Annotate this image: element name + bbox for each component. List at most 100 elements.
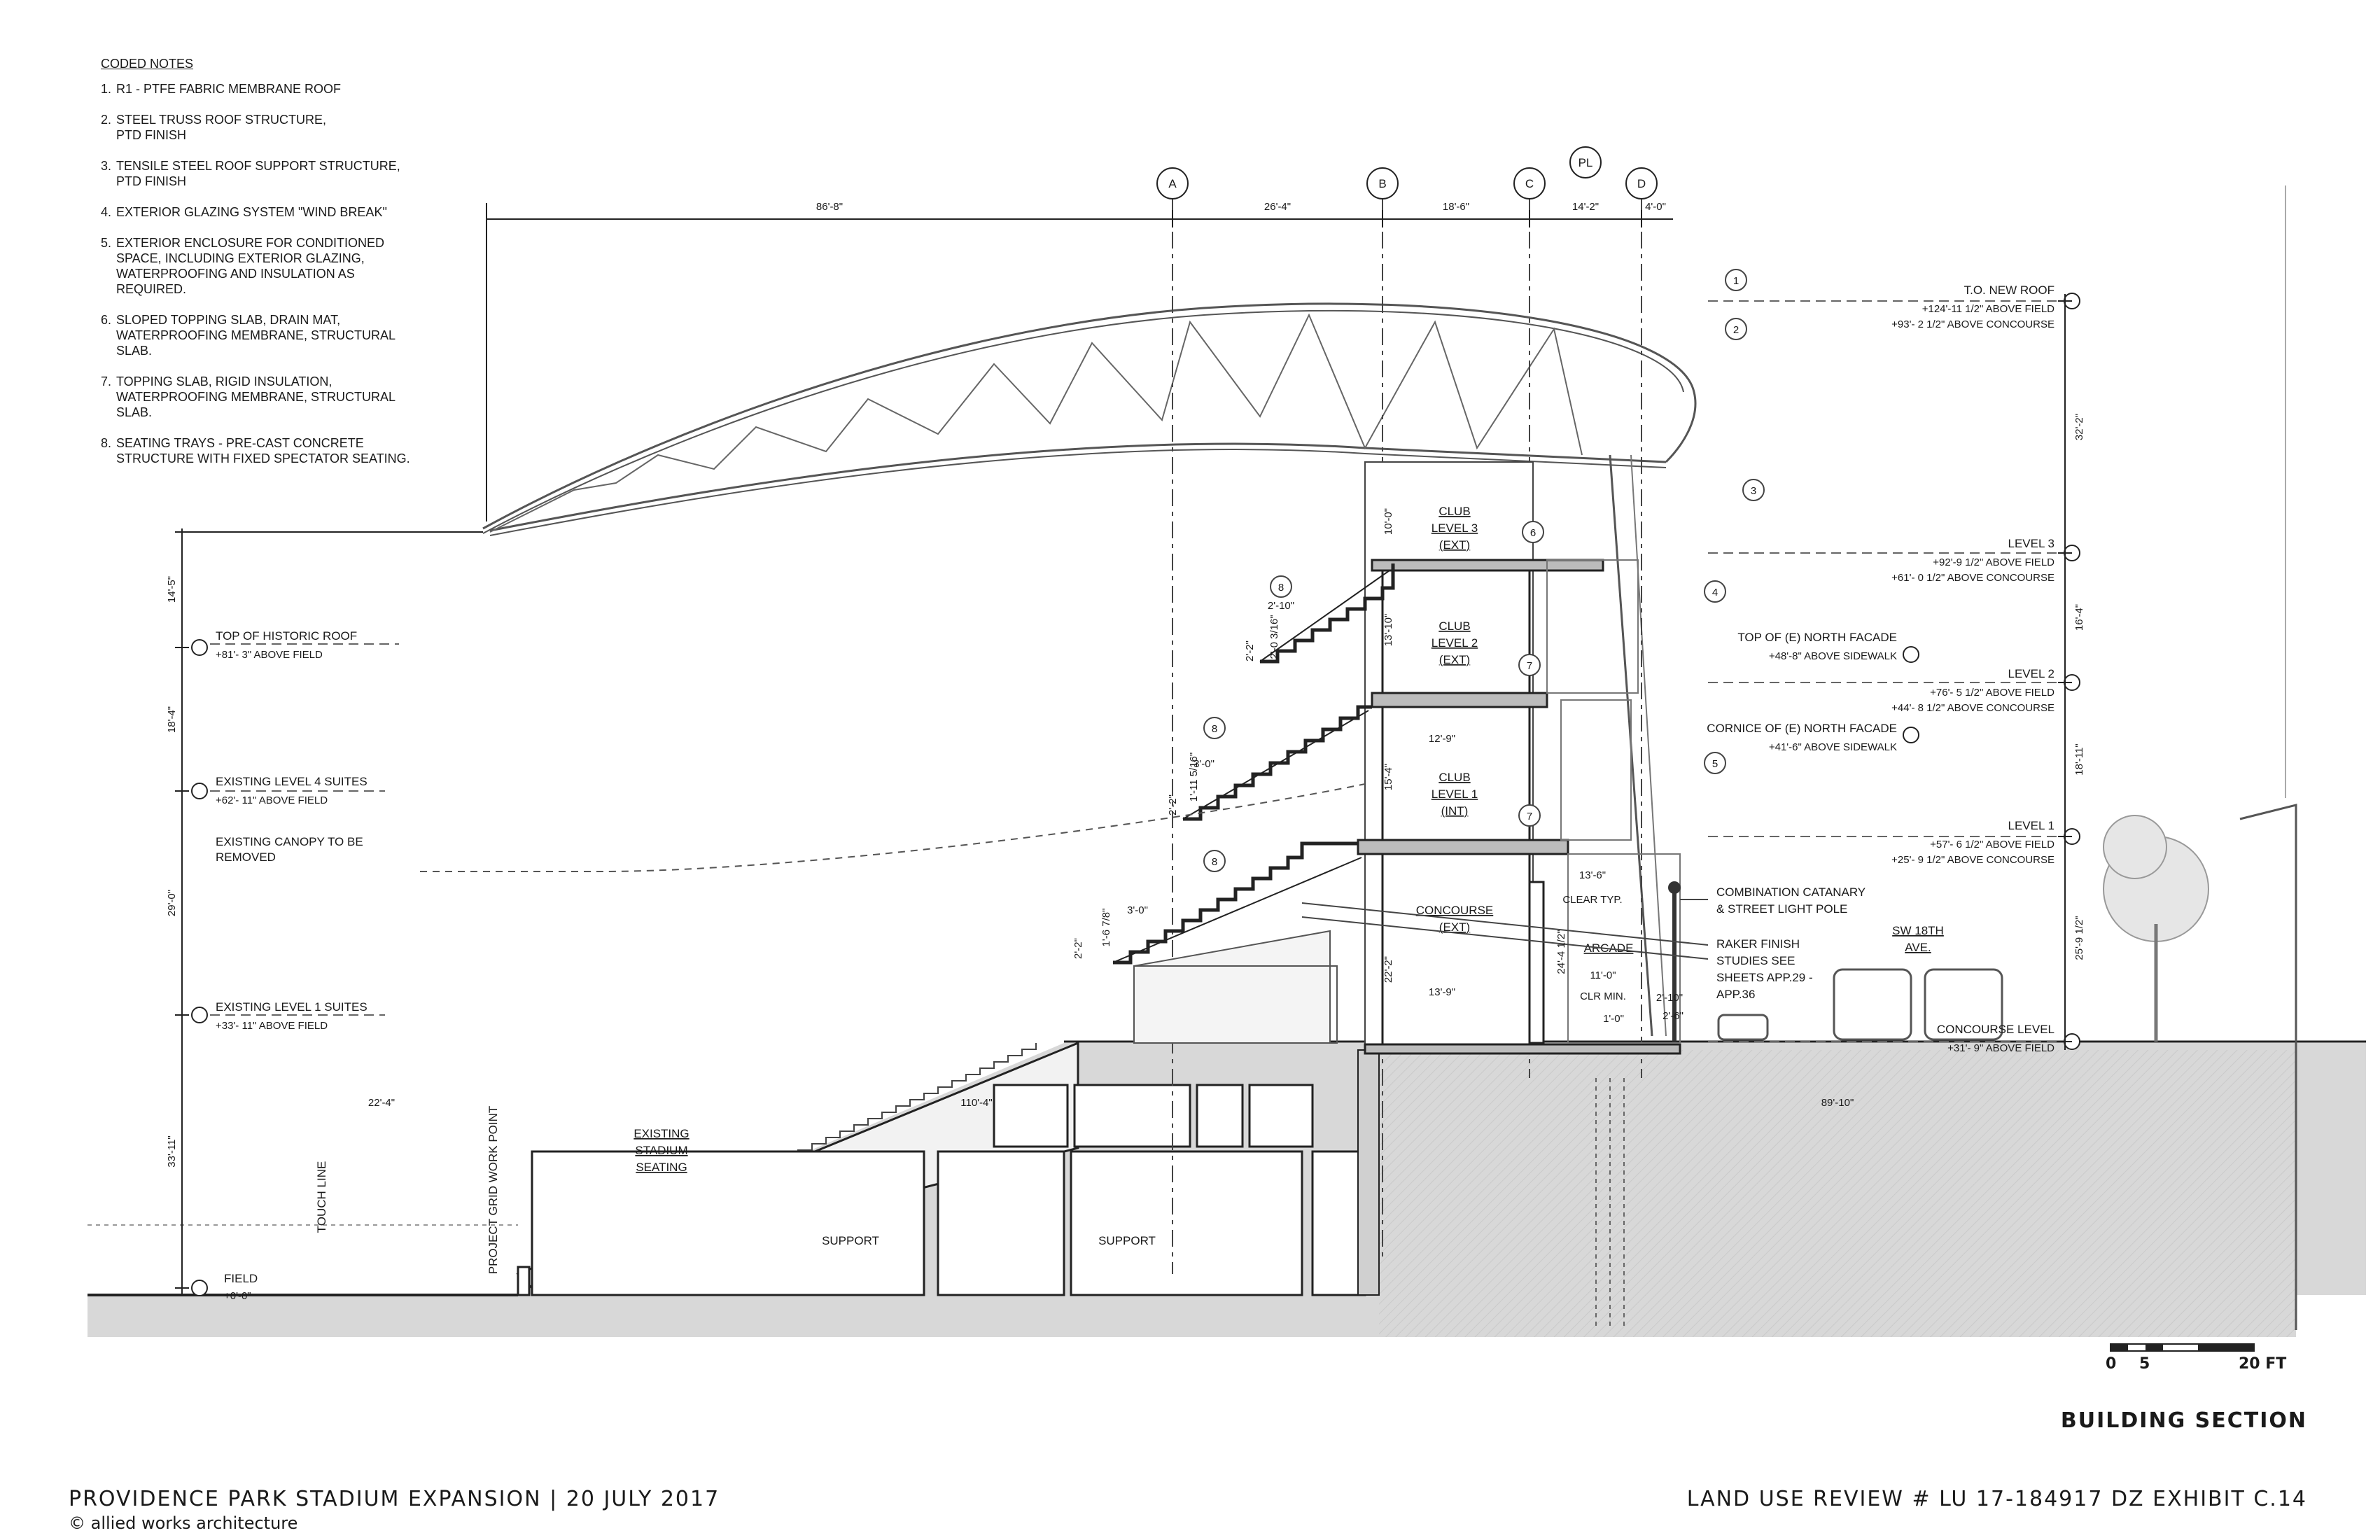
tag-6: 6 xyxy=(1530,527,1536,539)
dim-25-9: 25'-9 1/2" xyxy=(2073,916,2085,960)
dim-22-2: 22'-2" xyxy=(1382,956,1394,983)
club-1-line3: (INT) xyxy=(1441,804,1469,818)
dim-24-4: 24'-4 1/2" xyxy=(1555,930,1567,974)
dim-14-2: 14'-2" xyxy=(1572,201,1599,213)
scale-label-5: 5 xyxy=(2139,1355,2150,1373)
grid-label-pl: PL xyxy=(1578,156,1593,169)
buses xyxy=(1717,968,2003,1041)
grid-label-a: A xyxy=(1168,177,1177,190)
dim-14-5: 14'-5" xyxy=(166,576,178,603)
coded-note: 4.EXTERIOR GLAZING SYSTEM "WIND BREAK" xyxy=(101,204,493,220)
concourse-level-title: CONCOURSE LEVEL xyxy=(1937,1023,2054,1036)
cornice-elev: +41'-6" ABOVE SIDEWALK xyxy=(1769,741,1897,753)
dim-18-4: 18'-4" xyxy=(166,706,178,733)
dim-18-6: 18'-6" xyxy=(1443,201,1469,213)
level-3-field: +92'-9 1/2" ABOVE FIELD xyxy=(1933,556,2054,568)
coded-note: 7.TOPPING SLAB, RIGID INSULATION, WATERP… xyxy=(101,374,493,420)
dim-s2-c: 2'-2" xyxy=(1167,794,1179,816)
dim-s3-a: 3'-0" xyxy=(1127,904,1148,916)
level-1-field: +57'- 6 1/2" ABOVE FIELD xyxy=(1930,839,2054,850)
scale-label-20: 20 FT xyxy=(2239,1355,2287,1373)
tag-8b: 8 xyxy=(1212,723,1217,735)
coded-note-text: EXTERIOR GLAZING SYSTEM "WIND BREAK" xyxy=(116,205,387,219)
club-3-line3: (EXT) xyxy=(1439,538,1470,552)
support-label-b: SUPPORT xyxy=(1098,1234,1156,1247)
tag-7a: 7 xyxy=(1527,660,1532,672)
dim-10-0: 10'-0" xyxy=(1382,508,1394,535)
copyright: © allied works architecture xyxy=(69,1513,298,1533)
dim-13-6: 13'-6" xyxy=(1579,869,1606,881)
level-3-concourse: +61'- 0 1/2" ABOVE CONCOURSE xyxy=(1891,572,2054,584)
coded-note-text: TENSILE STEEL ROOF SUPPORT STRUCTURE, PT… xyxy=(116,159,400,188)
existing-canopy xyxy=(420,783,1366,872)
callout-leaders xyxy=(1301,899,1709,960)
room-labels: CLUB LEVEL 3 (EXT) CLUB LEVEL 2 (EXT) CL… xyxy=(634,505,1944,1247)
dim-4-0: 4'-0" xyxy=(1645,201,1666,213)
level-1-concourse: +25'- 9 1/2" ABOVE CONCOURSE xyxy=(1891,854,2054,866)
dim-2-10: 2'-10" xyxy=(1656,992,1683,1004)
lower-structure xyxy=(1133,930,1338,1044)
tag-3: 3 xyxy=(1751,485,1756,497)
sheet-title: BUILDING SECTION xyxy=(2060,1408,2307,1433)
level-2-concourse: +44'- 8 1/2" ABOVE CONCOURSE xyxy=(1891,702,2054,714)
dim-s1-b: 2'-0 3/16" xyxy=(1268,615,1280,659)
dim-26-4: 26'-4" xyxy=(1264,201,1291,213)
historic-roof-title: TOP OF HISTORIC ROOF xyxy=(216,629,357,643)
field-elev: +0'-0" xyxy=(224,1290,251,1302)
suite-1-elev: +33'- 11" ABOVE FIELD xyxy=(216,1020,328,1032)
club-1-line2: LEVEL 1 xyxy=(1432,788,1478,801)
dim-110-4: 110'-4" xyxy=(960,1097,992,1109)
coded-note-text: STEEL TRUSS ROOF STRUCTURE, PTD FINISH xyxy=(116,113,327,142)
clear-typ: CLEAR TYP. xyxy=(1562,894,1622,906)
coded-note-number: 2. xyxy=(101,113,112,127)
dim-s2-a: 3'-0" xyxy=(1194,758,1214,770)
left-dimension-line xyxy=(175,528,483,1295)
coded-note-text: EXTERIOR ENCLOSURE FOR CONDITIONED SPACE… xyxy=(116,236,385,296)
touch-line-label: TOUCH LINE xyxy=(315,1161,328,1233)
roof-truss xyxy=(482,302,1697,1037)
dim-2-6: 2'-6" xyxy=(1662,1010,1684,1022)
grid-label-d: D xyxy=(1637,177,1646,190)
pole-callout-2: & STREET LIGHT POLE xyxy=(1716,902,1847,916)
level-1-title: LEVEL 1 xyxy=(2008,819,2054,832)
tag-8a: 8 xyxy=(1278,582,1284,594)
grid-bubbles xyxy=(1156,146,1658,200)
pole-callout-1: COMBINATION CATANARY xyxy=(1716,886,1865,899)
top-dimension-line xyxy=(486,203,1673,522)
dim-s1-a: 2'-10" xyxy=(1268,600,1294,612)
suite-4-title: EXISTING LEVEL 4 SUITES xyxy=(216,775,368,788)
seating-line3: SEATING xyxy=(636,1161,687,1174)
dim-86-8: 86'-8" xyxy=(816,201,843,213)
right-dimension-line xyxy=(2058,294,2072,1050)
review-number: LAND USE REVIEW # LU 17-184917 DZ EXHIBI… xyxy=(1686,1487,2307,1511)
dim-12-9: 12'-9" xyxy=(1429,733,1455,745)
grid-label-b: B xyxy=(1378,177,1386,190)
dim-13-9: 13'-9" xyxy=(1429,986,1455,998)
level-2-field: +76'- 5 1/2" ABOVE FIELD xyxy=(1930,687,2054,699)
concourse-line2: (EXT) xyxy=(1439,920,1470,934)
historic-roof-elev: +81'- 3" ABOVE FIELD xyxy=(216,649,323,661)
tag-7b: 7 xyxy=(1527,811,1532,822)
suite-4-elev: +62'- 11" ABOVE FIELD xyxy=(216,794,328,806)
raker-callout-4: APP.36 xyxy=(1716,988,1755,1001)
existing-north-facade xyxy=(2239,804,2297,1330)
seating-trays xyxy=(1112,564,1395,965)
coded-note: 2. STEEL TRUSS ROOF STRUCTURE, PTD FINISH xyxy=(101,112,493,143)
dim-11-0: 11'-0" xyxy=(1590,969,1616,981)
coded-note-text: SLOPED TOPPING SLAB, DRAIN MAT, WATERPRO… xyxy=(116,313,396,358)
concourse-level-field: +31'- 9" ABOVE FIELD xyxy=(1947,1042,2054,1054)
dim-15-4: 15'-4" xyxy=(1382,764,1394,790)
support-label-a: SUPPORT xyxy=(822,1234,879,1247)
dim-s2-b: 1'-11 5/16" xyxy=(1188,752,1200,802)
dim-32-2: 32'-2" xyxy=(2073,414,2085,440)
dim-16-4: 16'-4" xyxy=(2073,604,2085,631)
coded-note-text: SEATING TRAYS - PRE-CAST CONCRETE STRUCT… xyxy=(116,436,410,465)
concourse-line1: CONCOURSE xyxy=(1416,904,1494,917)
tag-bubbles xyxy=(1203,269,1765,872)
tag-4: 4 xyxy=(1712,587,1718,598)
north-facade-elev: +48'-8" ABOVE SIDEWALK xyxy=(1769,650,1897,662)
substructure xyxy=(531,1049,1625,1330)
street-light-pole xyxy=(1668,881,1681,1042)
coded-note: 5.EXTERIOR ENCLOSURE FOR CONDITIONED SPA… xyxy=(101,235,493,297)
coded-note: 6.SLOPED TOPPING SLAB, DRAIN MAT, WATERP… xyxy=(101,312,493,358)
